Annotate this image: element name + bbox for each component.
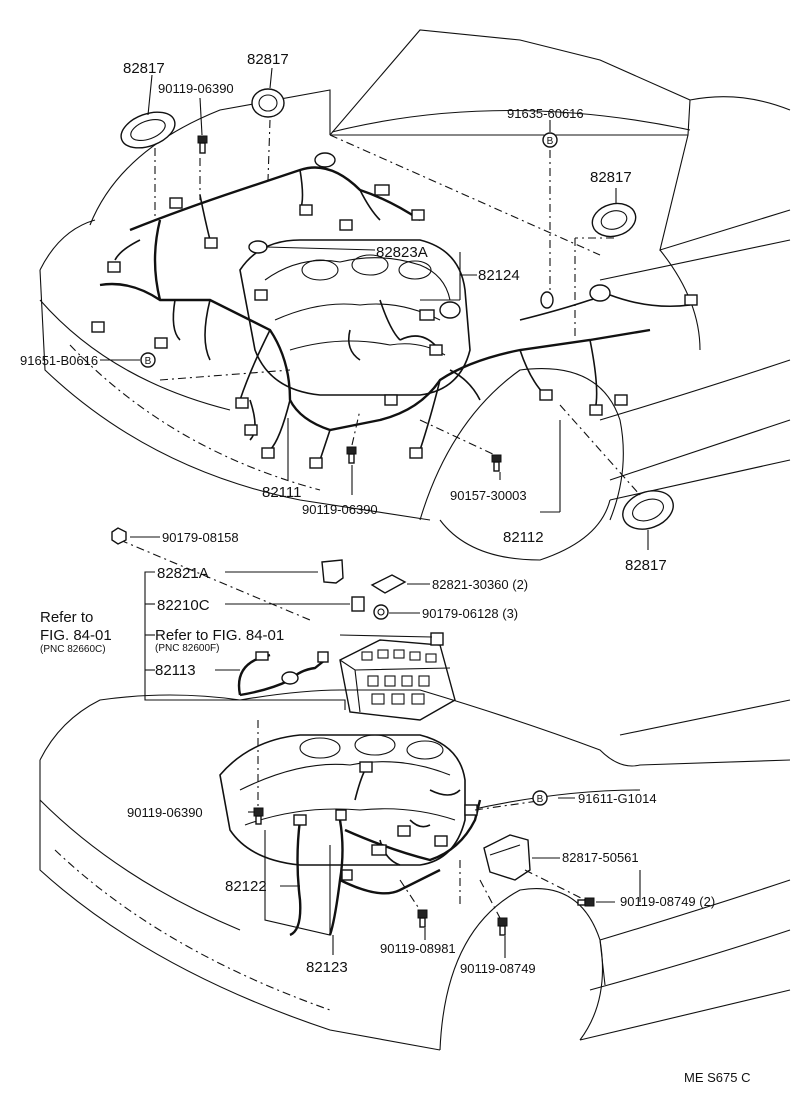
grommet-82817-top-left [120, 111, 176, 149]
upper-body-outline [39, 29, 791, 561]
part-label-82817: 82817 [590, 169, 632, 186]
figure-code: ME S675 C [684, 1070, 750, 1085]
part-label-91635-60616: 91635-60616 [507, 106, 584, 121]
nut-icon [111, 527, 127, 545]
reference-note-refer-to: Refer to [40, 609, 93, 626]
part-label-82124: 82124 [478, 267, 520, 284]
part-label-90119-08749: 90119-08749 [460, 961, 536, 976]
part-label-90179-06128: 90179-06128 (3) [422, 606, 518, 621]
svg-text:B: B [145, 356, 152, 367]
upper-harness [99, 166, 691, 461]
part-label-82821-30360: 82821-30360 (2) [432, 577, 528, 592]
grommet-82817-right [591, 202, 637, 238]
part-label-90119-08981: 90119-08981 [380, 941, 456, 956]
bolt-icon [497, 917, 508, 936]
lower-harness [289, 769, 482, 937]
bracket-82817-50561 [483, 834, 531, 881]
part-label-82817: 82817 [247, 51, 289, 68]
reference-note-fig: FIG. 84-01 [40, 627, 112, 644]
svg-text:B: B [537, 794, 544, 805]
reference-note-pnc: (PNC 82600F) [155, 643, 219, 654]
part-label-82817-50561: 82817-50561 [562, 850, 639, 865]
bolt-icon [197, 135, 208, 154]
part-label-82123: 82123 [306, 959, 348, 976]
relay-block-assembly [119, 536, 456, 721]
upper-engine [239, 239, 471, 396]
callout-b-icon: B [532, 790, 548, 806]
part-label-91651-b0616: 91651-B0616 [20, 353, 98, 368]
reference-note-pnc: (PNC 82660C) [40, 644, 106, 655]
upper-connectors [91, 152, 698, 469]
part-label-90119-06390: 90119-06390 [302, 502, 378, 517]
bolt-icon [346, 446, 357, 464]
bolt-icon [253, 807, 264, 825]
part-label-82111: 82111 [262, 484, 302, 501]
lower-body-outline [39, 689, 791, 1051]
part-label-82113: 82113 [155, 662, 196, 679]
bolt-icon [577, 897, 595, 907]
callout-b-icon: B [542, 132, 558, 148]
part-label-90119-08749: 90119-08749 (2) [620, 894, 715, 909]
lower-connectors [293, 761, 478, 881]
part-label-82821a: 82821A [157, 565, 209, 582]
part-label-82112: 82112 [503, 529, 544, 546]
part-label-82122: 82122 [225, 878, 267, 895]
part-label-82817: 82817 [625, 557, 667, 574]
part-label-90179-08158: 90179-08158 [162, 530, 239, 545]
part-label-82817: 82817 [123, 60, 165, 77]
part-label-91611-g1014: 91611-G1014 [578, 791, 657, 806]
svg-text:B: B [547, 136, 554, 147]
callout-b-icon: B [140, 352, 156, 368]
grommet-82817-top-center [251, 88, 285, 118]
clip-icon [540, 291, 554, 309]
bolt-icon [491, 454, 502, 472]
reference-note-refer-to-fig: Refer to FIG. 84-01 [155, 627, 284, 644]
grommet-82817-lower-right [622, 490, 674, 530]
clip-icon [248, 240, 268, 254]
bolt-icon [417, 909, 428, 928]
upper-leader-lines [100, 67, 649, 550]
part-label-90157-30003: 90157-30003 [450, 488, 527, 503]
part-label-90119-06390: 90119-06390 [158, 81, 234, 96]
part-label-90119-06390: 90119-06390 [127, 805, 203, 820]
part-label-82823a: 82823A [376, 244, 428, 261]
part-label-82210c: 82210C [157, 597, 210, 614]
